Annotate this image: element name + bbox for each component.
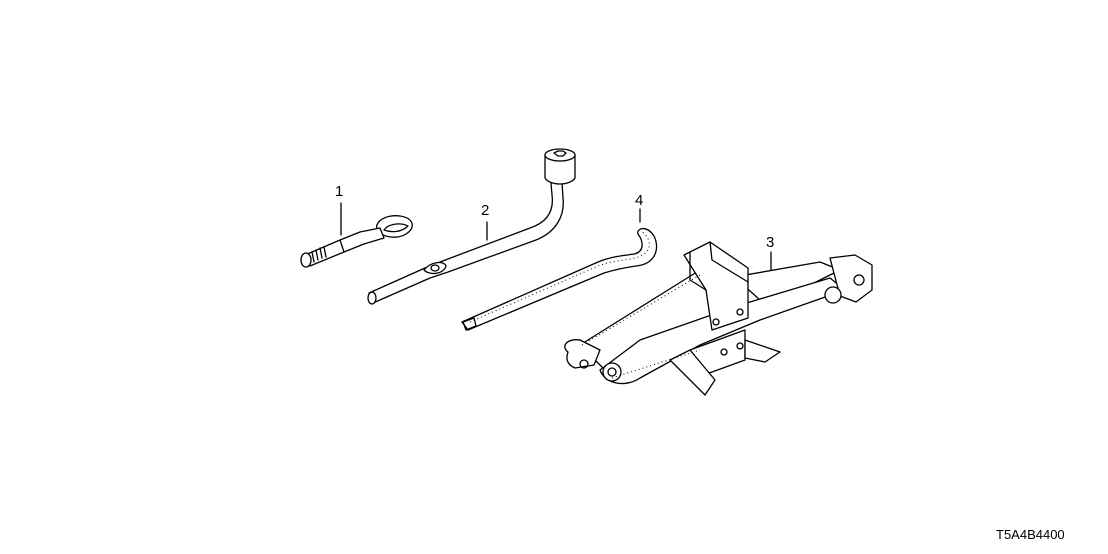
diagram-code: T5A4B4400 [996,527,1065,542]
callout-1: 1 [335,183,344,200]
jack-handle-bar-icon[interactable] [461,208,658,331]
wheel-nut-wrench-icon[interactable] [367,148,576,305]
callout-2: 2 [481,202,490,219]
scissor-jack-icon[interactable] [564,241,873,396]
towing-eye-icon[interactable] [300,202,413,268]
callout-3: 3 [766,234,775,251]
callout-4: 4 [635,192,644,209]
